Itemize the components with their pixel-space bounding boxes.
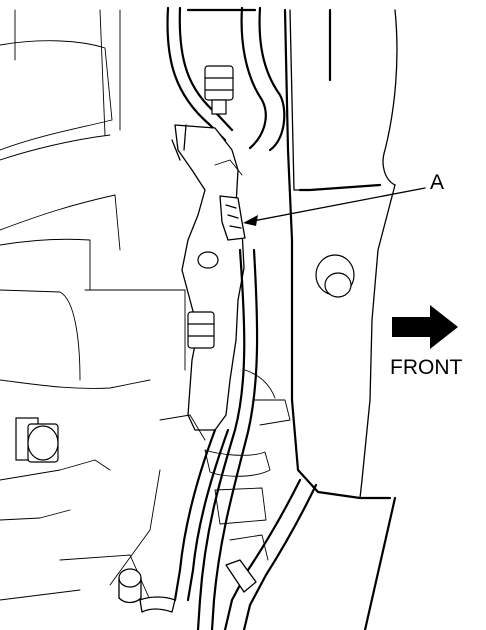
- engine-block-outline: [0, 9, 186, 601]
- mounting-bracket: [171, 124, 245, 431]
- vertical-hose-pair: [196, 248, 259, 630]
- lower-hose-right: [223, 478, 318, 630]
- front-direction-indicator: FRONT: [390, 305, 462, 379]
- callout-letter-a: A: [430, 171, 444, 194]
- lower-hose-left: [139, 428, 230, 613]
- lower-connectors: [159, 369, 291, 561]
- callout-a: A: [243, 171, 444, 226]
- hose-clip: [214, 159, 246, 241]
- frame-bolt: [315, 254, 355, 298]
- direction-label: FRONT: [390, 356, 462, 379]
- engine-mount-bolt: [15, 417, 59, 463]
- lower-bolt: [118, 568, 142, 604]
- upper-bolt: [204, 65, 234, 115]
- arrow-right-icon: [392, 305, 458, 349]
- frame-rail: [283, 8, 398, 630]
- bracket-bolt: [187, 311, 215, 349]
